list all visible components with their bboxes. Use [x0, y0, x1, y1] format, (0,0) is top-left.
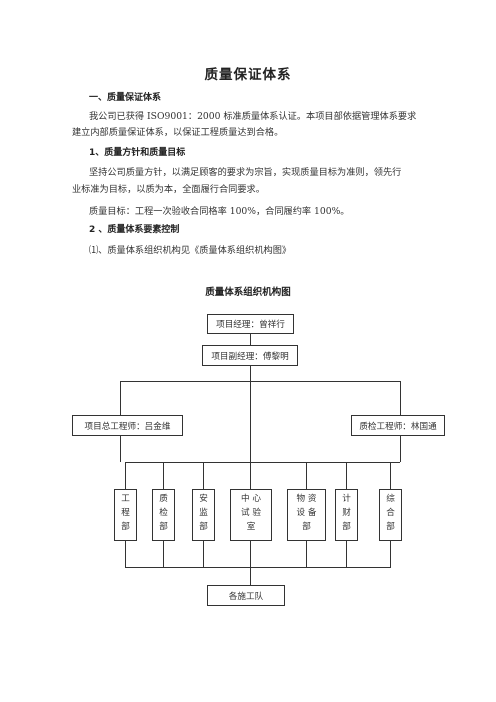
connector-dept-6-top: [346, 462, 347, 489]
dept-label-line: 部: [302, 522, 311, 532]
connector-dept-7-bottom: [390, 541, 391, 567]
org-box-dept-lab: 中 心试 验室: [230, 489, 272, 541]
connector-dept-3-top: [203, 462, 204, 489]
dept-label-line: 部: [159, 522, 168, 532]
dept-label-line: 合: [386, 508, 395, 518]
org-chart-title: 质量体系组织机构图: [205, 287, 291, 298]
dept-label-line: 部: [121, 522, 130, 532]
section-heading-1-2: 2 、质量体系要素控制: [89, 225, 180, 235]
connector-chief-deptbus: [120, 436, 121, 462]
org-box-qc-engineer: 质检工程师：林国通: [351, 415, 445, 436]
dept-label-line: 计: [342, 494, 351, 504]
dept-label-line: 财: [342, 508, 351, 518]
org-box-dept-materials: 物 资设 备部: [287, 489, 326, 541]
connector-dept-4-top: [250, 462, 251, 489]
org-box-project-manager: 项目经理：曾祥行: [207, 314, 294, 334]
paragraph-1-line-1: 我公司已获得 ISO9001：2000 标准质量体系认证。本项目部依据管理体系要…: [89, 111, 417, 122]
dept-label-line: 部: [342, 522, 351, 532]
connector-bus-chief: [120, 381, 121, 415]
org-box-dept-quality: 质检部: [152, 489, 175, 541]
org-box-dept-engineering: 工程部: [114, 489, 137, 541]
connector-bus-qc: [400, 381, 401, 415]
connector-dept-bottom-bus: [125, 567, 391, 568]
connector-qc-deptbus: [400, 436, 401, 462]
dept-label-line: 部: [386, 522, 395, 532]
connector-deputy-bus: [250, 366, 251, 381]
org-box-dept-finance: 计财部: [335, 489, 358, 541]
connector-center-vertical: [250, 381, 251, 462]
document-title: 质量保证体系: [204, 67, 292, 83]
dept-label-line: 设 备: [296, 508, 317, 518]
connector-dept-3-bottom: [203, 541, 204, 567]
connector-dept-4-bottom: [250, 541, 251, 585]
dept-label-line: 监: [199, 508, 208, 518]
paragraph-4: ⑴、质量体系组织机构见《质量体系组织机构图》: [89, 245, 292, 256]
connector-dept-1-top: [125, 462, 126, 489]
dept-label-line: 试 验: [241, 508, 261, 518]
org-box-dept-safety: 安监部: [192, 489, 215, 541]
paragraph-2-line-1: 坚持公司质量方针，以满足顾客的要求为宗旨，实现质量目标为准则，领先行: [89, 167, 402, 178]
section-heading-1: 一、质量保证体系: [89, 93, 162, 103]
connector-pm-deputy: [250, 334, 251, 345]
connector-dept-5-bottom: [306, 541, 307, 567]
org-box-deputy-manager: 项目副经理：傅黎明: [202, 345, 298, 366]
connector-dept-1-bottom: [125, 541, 126, 567]
dept-label-line: 室: [246, 522, 256, 532]
paragraph-3: 质量目标：工程一次验收合同格率 100%，合同履约率 100%。: [89, 206, 350, 217]
dept-label-line: 安: [199, 494, 208, 504]
connector-dept-7-top: [390, 462, 391, 489]
dept-label-line: 中 心: [241, 494, 261, 504]
section-heading-1-1: 1、质量方针和质量目标: [89, 148, 186, 158]
org-box-dept-general: 综合部: [379, 489, 402, 541]
paragraph-1-line-2: 建立内部质量保证体系，以保证工程质量达到合格。: [72, 127, 284, 138]
dept-label-line: 检: [159, 508, 168, 518]
connector-dept-top-bus: [125, 462, 400, 463]
connector-dept-5-top: [306, 462, 307, 489]
dept-label-line: 工: [121, 494, 130, 504]
paragraph-2-line-2: 业标准为目标，以质为本，全面履行合同要求。: [72, 184, 265, 195]
connector-dept-2-bottom: [163, 541, 164, 567]
dept-label-line: 程: [121, 508, 130, 518]
connector-top-bus: [120, 381, 401, 382]
dept-label-line: 部: [199, 522, 208, 532]
connector-dept-2-top: [163, 462, 164, 489]
dept-label-line: 物 资: [296, 494, 317, 504]
dept-label-line: 质: [159, 494, 168, 504]
connector-dept-6-bottom: [346, 541, 347, 567]
org-box-chief-engineer: 项目总工程师：吕金维: [72, 415, 183, 436]
dept-label-line: 综: [386, 494, 395, 504]
org-box-construction-teams: 各施工队: [207, 585, 285, 606]
